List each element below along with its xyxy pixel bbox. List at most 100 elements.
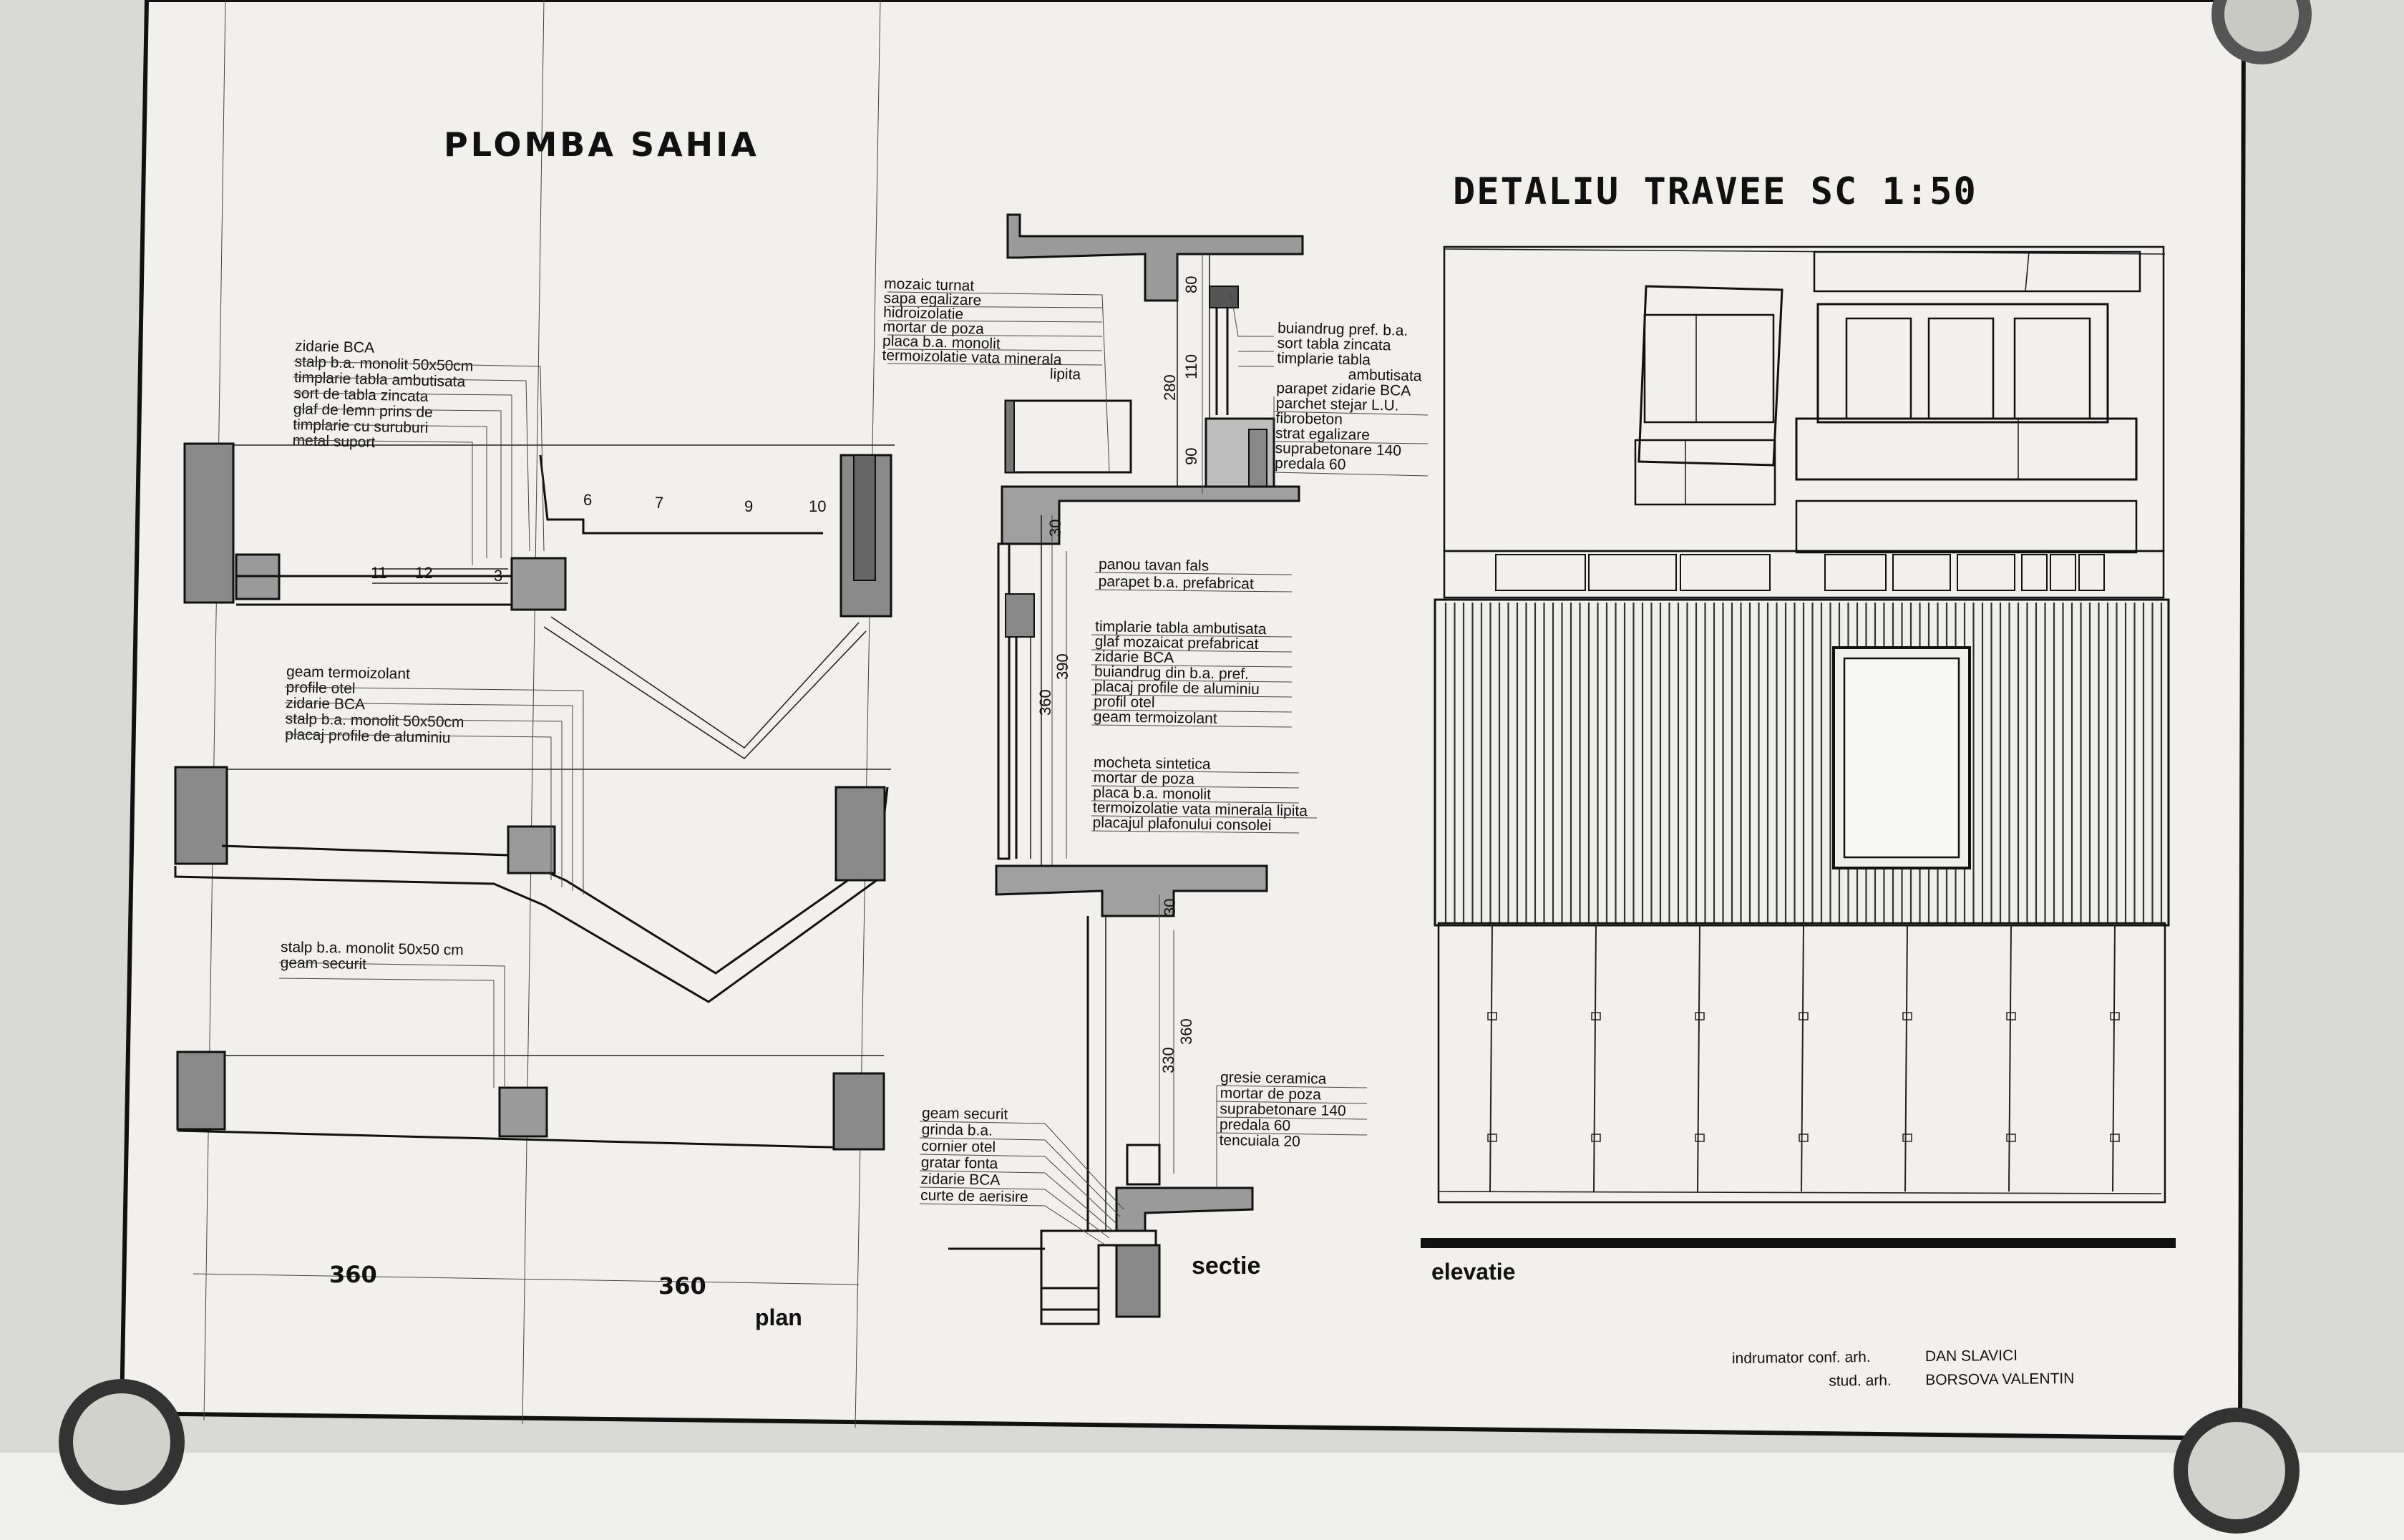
section-leaders-mid [1091, 572, 1318, 834]
section-callouts-mid-1: panou tavan fals parapet b.a. prefabrica… [1098, 556, 1254, 593]
fold-line [855, 0, 881, 1428]
title-plomba-sahia: PLOMBA SAHIA [444, 125, 759, 164]
callout-text: zidarie BCA [286, 695, 365, 713]
fold-line [522, 0, 545, 1425]
section-callouts-top-right: buiandrug pref. b.a. sort tabla zincata … [1275, 320, 1422, 473]
callout-text: metal suport [292, 432, 375, 451]
callout-text: parchet stejar L.U. [1276, 395, 1399, 414]
credit-name-1: DAN SLAVICI [1925, 1348, 2018, 1365]
callout-text: parapet zidarie BCA [1276, 380, 1411, 399]
callout-text: glaf de lemn prins de [293, 401, 433, 421]
pin-top-right [2211, 0, 2312, 64]
mullion-clip [1591, 1012, 1601, 1020]
elevation-label: elevatie [1431, 1259, 1515, 1285]
section-callouts-bottom-left: geam securit grinda b.a. cornier otel gr… [920, 1105, 1028, 1206]
mullion [2008, 924, 2012, 1192]
plan-callout-leaders-mid [284, 686, 584, 895]
callout-text: stalp b.a. monolit 50x50cm [286, 711, 464, 731]
callout-text: placajul plafonului consolei [1092, 814, 1271, 834]
section-dims-low: 30 360 330 [1159, 899, 1195, 1073]
ground-floor-mullions [1487, 924, 2120, 1192]
marker-9: 9 [744, 497, 753, 515]
mullion-clip [2110, 1134, 2120, 1142]
mullion-clip [1902, 1134, 1912, 1142]
plan-callouts-mid: geam termoizolant profile otel zidarie B… [285, 663, 464, 746]
dim-360-left: 360 [329, 1261, 377, 1288]
dim-text: 80 [1182, 276, 1200, 293]
callout-text: sort de tabla zincata [293, 385, 429, 405]
credit-name-2: BORSOVA VALENTIN [1925, 1370, 2074, 1388]
marker-7: 7 [655, 494, 663, 512]
section-label: sectie [1192, 1252, 1260, 1280]
callout-text: timplarie tabla [1277, 350, 1371, 369]
plan-callouts-top: zidarie BCA stalp b.a. monolit 50x50cm t… [292, 338, 473, 451]
callout-text: gratar fonta [921, 1154, 998, 1172]
callout-text: panou tavan fals [1099, 556, 1210, 575]
callout-text: strat egalizare [1275, 425, 1370, 444]
marker-11: 11 [371, 564, 387, 582]
dim-text: 280 [1161, 374, 1179, 401]
mullion-clip [1695, 1012, 1705, 1020]
callout-text: suprabetonare 140 [1220, 1101, 1346, 1119]
callout-text: cornier otel [921, 1138, 996, 1156]
marker-12: 12 [415, 564, 432, 582]
mullion [1489, 924, 1493, 1192]
callout-text: hidroizolatie [883, 304, 964, 323]
plan-drawing [174, 442, 895, 1285]
callout-text: predala 60 [1220, 1116, 1291, 1134]
callout-text: geam securit [922, 1105, 1008, 1123]
callout-text: timplarie tabla ambutisata [1095, 618, 1267, 638]
callout-text: tencuiala 20 [1219, 1132, 1300, 1150]
pin-bottom-right [2174, 1408, 2300, 1534]
mullion-clip [1799, 1012, 1809, 1020]
marker-3: 3 [494, 567, 502, 585]
dim-text: 360 [1177, 1018, 1195, 1045]
callout-text: zidarie BCA [920, 1171, 1000, 1189]
callout-text: predala 60 [1275, 455, 1346, 473]
callout-text: placa b.a. monolit [1093, 784, 1211, 803]
section-drawing [948, 213, 1304, 1325]
callout-text: stalp b.a. monolit 50x50 cm [281, 939, 464, 958]
callout-text: mortar de poza [1220, 1085, 1322, 1103]
vertical-cladding [1444, 603, 2163, 923]
callout-text: mortar de poza [1094, 769, 1195, 787]
section-callouts-bottom-right: gresie ceramica mortar de poza suprabeto… [1219, 1069, 1346, 1150]
section-dims-mid: 30 360 390 [1036, 520, 1071, 716]
mullion [2112, 924, 2116, 1192]
plan-callout-leaders-low [278, 962, 505, 1088]
callout-text: lipita [1050, 366, 1081, 383]
dim-text: 330 [1159, 1047, 1177, 1073]
mullion-clip [1902, 1012, 1912, 1020]
credit-prefix-2: stud. arh. [1829, 1373, 1892, 1390]
plan-callout-leaders [293, 361, 545, 565]
mullion-clip [2006, 1012, 2016, 1020]
callout-text: profile otel [286, 679, 355, 697]
mullion-clip [1591, 1134, 1601, 1142]
callout-text: grinda b.a. [922, 1121, 993, 1139]
section-leaders-bottom-left [919, 1121, 1124, 1246]
title-detaliu-travee: DETALIU TRAVEE SC 1:50 [1453, 170, 1977, 213]
callout-text: curte de aerisire [920, 1187, 1028, 1206]
plan-markers: 6 7 9 10 11 12 3 [371, 491, 826, 585]
dim-text: 390 [1053, 653, 1071, 680]
callout-text: geam termoizolant [1094, 708, 1217, 727]
callout-text: mocheta sintetica [1094, 754, 1211, 773]
dim-text: 30 [1161, 899, 1179, 916]
mullion [1904, 924, 1908, 1192]
elevation-drawing [1421, 245, 2176, 1248]
bottom-floor [0, 1453, 2404, 1540]
pin-bottom-left [59, 1379, 185, 1505]
section-dims-top: 80 110 280 90 [1161, 276, 1200, 465]
section-callouts-top-left: mozaic turnat sapa egalizare hidroizolat… [882, 276, 1081, 383]
callout-text: geam termoizolant [286, 663, 410, 683]
mullion [1697, 924, 1700, 1192]
callout-text: gresie ceramica [1220, 1069, 1327, 1088]
plan-label: plan [755, 1305, 802, 1330]
credit-prefix-1: indrumator conf. arh. [1732, 1349, 1871, 1367]
section-leaders-bottom-right [1216, 1085, 1368, 1188]
marker-6: 6 [583, 491, 592, 509]
dim-360-right: 360 [658, 1272, 706, 1300]
marker-10: 10 [809, 497, 826, 515]
fold-line [203, 0, 226, 1421]
